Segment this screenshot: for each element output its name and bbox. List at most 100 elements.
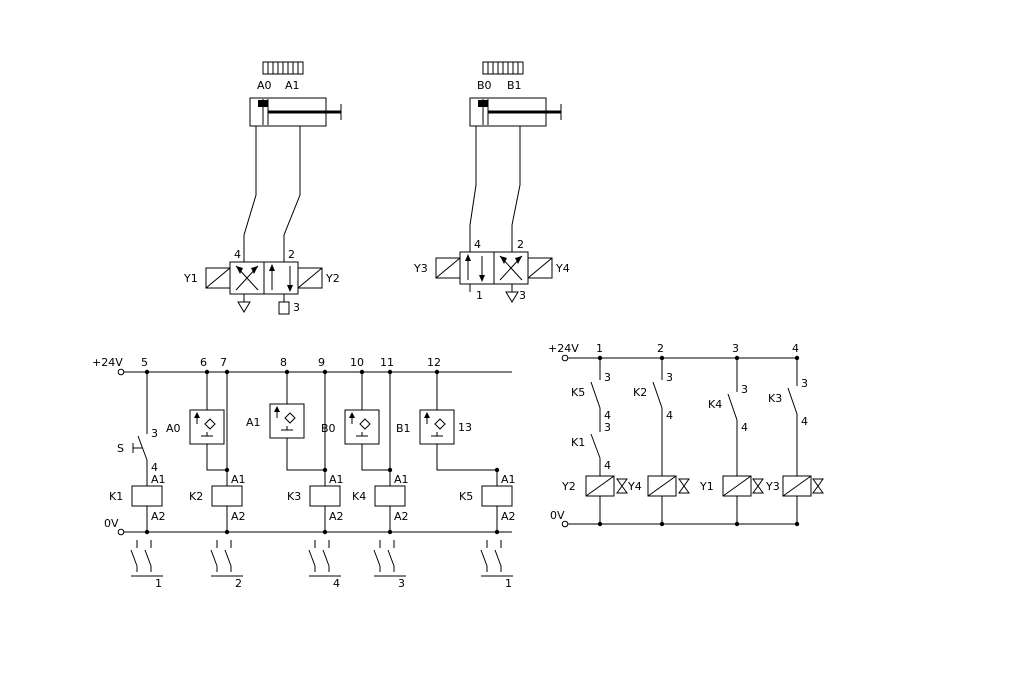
coil-k1-terminal-a1: A1 xyxy=(151,473,166,486)
tubing-a xyxy=(243,126,301,262)
solenoid-coil-y3[interactable] xyxy=(782,475,824,497)
solenoid-coil-y2[interactable] xyxy=(585,475,628,497)
wire xyxy=(286,372,326,532)
contact-ref-number: 1 xyxy=(505,577,512,590)
contact-k5[interactable] xyxy=(590,381,601,409)
sensor-a0-label: A0 xyxy=(166,422,181,435)
rail-zero-label: 0V xyxy=(104,517,119,530)
switch-terminal-4: 4 xyxy=(151,461,158,474)
valve-a[interactable]: Y1 Y2 4 2 3 xyxy=(183,248,340,315)
branch-s-k1: S 3 4 K1 A1 A2 xyxy=(109,372,166,532)
cylinder-a[interactable] xyxy=(249,97,342,127)
solenoid-y2-symbol xyxy=(297,267,323,289)
solenoid-coil-y1[interactable] xyxy=(722,475,764,497)
exhaust-triangle-icon xyxy=(237,301,251,313)
piston-magnet-a xyxy=(258,100,268,107)
contact-k1[interactable] xyxy=(590,433,601,459)
rail-terminal xyxy=(117,368,125,376)
rung-2: K2 3 4 Y4 xyxy=(627,358,690,524)
wire xyxy=(436,372,498,532)
valve-control-ladder: +24V 0V 1 2 3 4 K5 3 4 K1 3 4 xyxy=(548,342,824,528)
relay-coil-k5[interactable] xyxy=(481,485,513,507)
contact-k1-terminal-4: 4 xyxy=(604,459,611,472)
solenoid-y3-symbol xyxy=(435,257,461,279)
relay-coil-k4[interactable] xyxy=(374,485,406,507)
relay-coil-k1[interactable] xyxy=(131,485,163,507)
contact-ref-number: 1 xyxy=(155,577,162,590)
sensor-a1-label: A1 xyxy=(246,416,261,429)
rung-number-3: 3 xyxy=(732,342,739,355)
coil-k4-label: K4 xyxy=(352,490,366,503)
solenoid-y4-symbol xyxy=(527,257,553,279)
proximity-sensor-a1[interactable] xyxy=(269,403,305,439)
valve-a-port-3-label: 3 xyxy=(293,301,300,314)
contact-k3[interactable] xyxy=(787,387,798,415)
tubing-b xyxy=(469,126,521,252)
magnet-symbol xyxy=(281,426,293,431)
proximity-sensor-b0[interactable] xyxy=(344,409,380,445)
valve-b-port-3-label: 3 xyxy=(519,289,526,302)
valve-link-icon xyxy=(616,478,628,494)
rung-4: K3 3 4 Y3 xyxy=(765,358,824,524)
wire-number-6: 6 xyxy=(200,356,207,369)
branch-a0-k2: A0 K2 A1 A2 xyxy=(166,372,246,532)
relay-coil-k3[interactable] xyxy=(309,485,341,507)
exhaust-triangle-icon xyxy=(505,291,519,303)
contact-k4-terminal-3: 3 xyxy=(741,383,748,396)
wire-number-13: 13 xyxy=(458,421,472,434)
valve-b-solenoid-left-label: Y3 xyxy=(413,262,428,275)
coil-k4-terminal-a1: A1 xyxy=(394,473,409,486)
measuring-scale-a-icon xyxy=(262,61,304,75)
contact-k2[interactable] xyxy=(652,381,663,409)
cylinder-a-assembly: A0 A1 xyxy=(243,61,342,262)
valve-b-solenoid-right-label: Y4 xyxy=(555,262,570,275)
relay-control-ladder: +24V 0V 5 6 7 8 9 10 11 12 13 S 3 xyxy=(92,356,516,590)
sensor-diamond-icon xyxy=(284,412,296,424)
branch-a1-k3: A1 K3 A1 A2 xyxy=(246,372,344,532)
piston-magnet-b xyxy=(478,100,488,107)
valve-a-port-2-label: 2 xyxy=(288,248,295,261)
flow-arrowhead xyxy=(236,266,243,274)
relay-coil-k2[interactable] xyxy=(211,485,243,507)
contact-k1-label: K1 xyxy=(571,436,585,449)
wire-number-12: 12 xyxy=(427,356,441,369)
contact-reference-k3: 4 xyxy=(308,540,341,590)
coil-k5-label: K5 xyxy=(459,490,473,503)
valve-a-port-4-label: 4 xyxy=(234,248,241,261)
contact-k1-terminal-3: 3 xyxy=(604,421,611,434)
contact-k5-label: K5 xyxy=(571,386,585,399)
contact-ref-number: 3 xyxy=(398,577,405,590)
sensor-position-label-b1: B1 xyxy=(507,79,522,92)
rung-number-2: 2 xyxy=(657,342,664,355)
cylinder-b-assembly: B0 B1 xyxy=(469,61,562,252)
solenoid-coil-y4[interactable] xyxy=(647,475,690,497)
sensor-arrow xyxy=(194,412,200,418)
sensor-arrow xyxy=(274,406,280,412)
wire-number-9: 9 xyxy=(318,356,325,369)
sensor-arrow xyxy=(424,412,430,418)
switch-s-label: S xyxy=(117,442,124,455)
flow-arrowhead xyxy=(287,285,293,292)
valve-b[interactable]: Y3 Y4 4 2 1 3 xyxy=(413,238,570,303)
contact-reference-k5: 1 xyxy=(480,540,513,590)
contact-k3-label: K3 xyxy=(768,392,782,405)
coil-k5-terminal-a1: A1 xyxy=(501,473,516,486)
switch-s[interactable] xyxy=(132,435,148,461)
contact-k4[interactable] xyxy=(727,393,738,421)
coil-k3-terminal-a2: A2 xyxy=(329,510,344,523)
cylinder-b[interactable] xyxy=(469,97,562,127)
valve-link-icon xyxy=(678,478,690,494)
magnet-symbol xyxy=(356,432,368,437)
rail-terminal xyxy=(117,528,125,536)
sensor-position-label-b0: B0 xyxy=(477,79,492,92)
magnet-symbol xyxy=(201,432,213,437)
wire-number-10: 10 xyxy=(350,356,364,369)
proximity-sensor-b1[interactable] xyxy=(419,409,455,445)
rung-number-1: 1 xyxy=(596,342,603,355)
proximity-sensor-a0[interactable] xyxy=(189,409,225,445)
contact-k3-terminal-3: 3 xyxy=(801,377,808,390)
wire xyxy=(361,372,391,532)
wire-number-8: 8 xyxy=(280,356,287,369)
silencer-icon xyxy=(278,301,290,315)
